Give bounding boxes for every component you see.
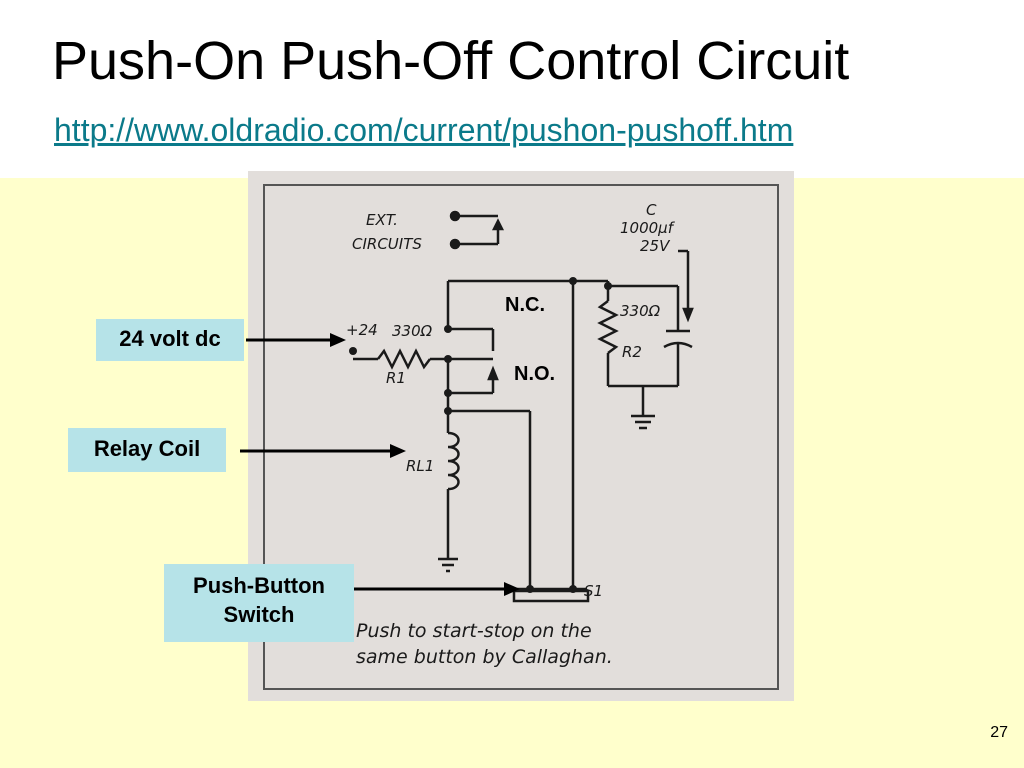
ext-label-2: CIRCUITS: [352, 235, 422, 253]
relay-name: RL1: [406, 457, 434, 475]
supply-callout: 24 volt dc: [96, 319, 244, 361]
caption-line-2: same button by Callaghan.: [356, 646, 613, 668]
push-button-callout-line-1: Push-Button: [193, 573, 325, 598]
push-button-callout-line-2: Switch: [223, 601, 295, 627]
cap-voltage: 25V: [640, 237, 671, 255]
relay-coil-rl1: [446, 431, 460, 491]
ext-circuits-terminals: [449, 210, 505, 250]
caption-line-1: Push to start-stop on the: [356, 620, 592, 642]
r1-resistor: [353, 348, 448, 370]
source-link[interactable]: http://www.oldradio.com/current/pushon-p…: [54, 112, 794, 148]
cap-name: C: [646, 201, 657, 219]
supply-label: +24: [346, 321, 378, 339]
schematic-labels: EXT. CIRCUITS C 1000µf 25V +24 330Ω R1 3…: [346, 201, 676, 668]
r2-value: 330Ω: [620, 302, 661, 320]
push-button-callout: Push-Button Switch: [164, 564, 354, 642]
nc-contact-label: N.C.: [505, 294, 545, 316]
r1-value: 330Ω: [392, 322, 433, 340]
no-contact-label: N.O.: [514, 363, 556, 385]
push-button-s1: [512, 587, 590, 603]
relay-coil-callout: Relay Coil: [68, 428, 226, 472]
r2-name: R2: [622, 343, 642, 361]
r1-name: R1: [386, 369, 406, 387]
cap-value: 1000µf: [620, 219, 676, 237]
ext-label-1: EXT.: [366, 211, 398, 229]
scan-frame: [263, 184, 779, 690]
switch-name: S1: [584, 582, 603, 600]
page-number: 27: [990, 724, 1008, 741]
slide-title: Push-On Push-Off Control Circuit: [52, 31, 850, 91]
r2-capacitor-branch: [597, 249, 694, 430]
